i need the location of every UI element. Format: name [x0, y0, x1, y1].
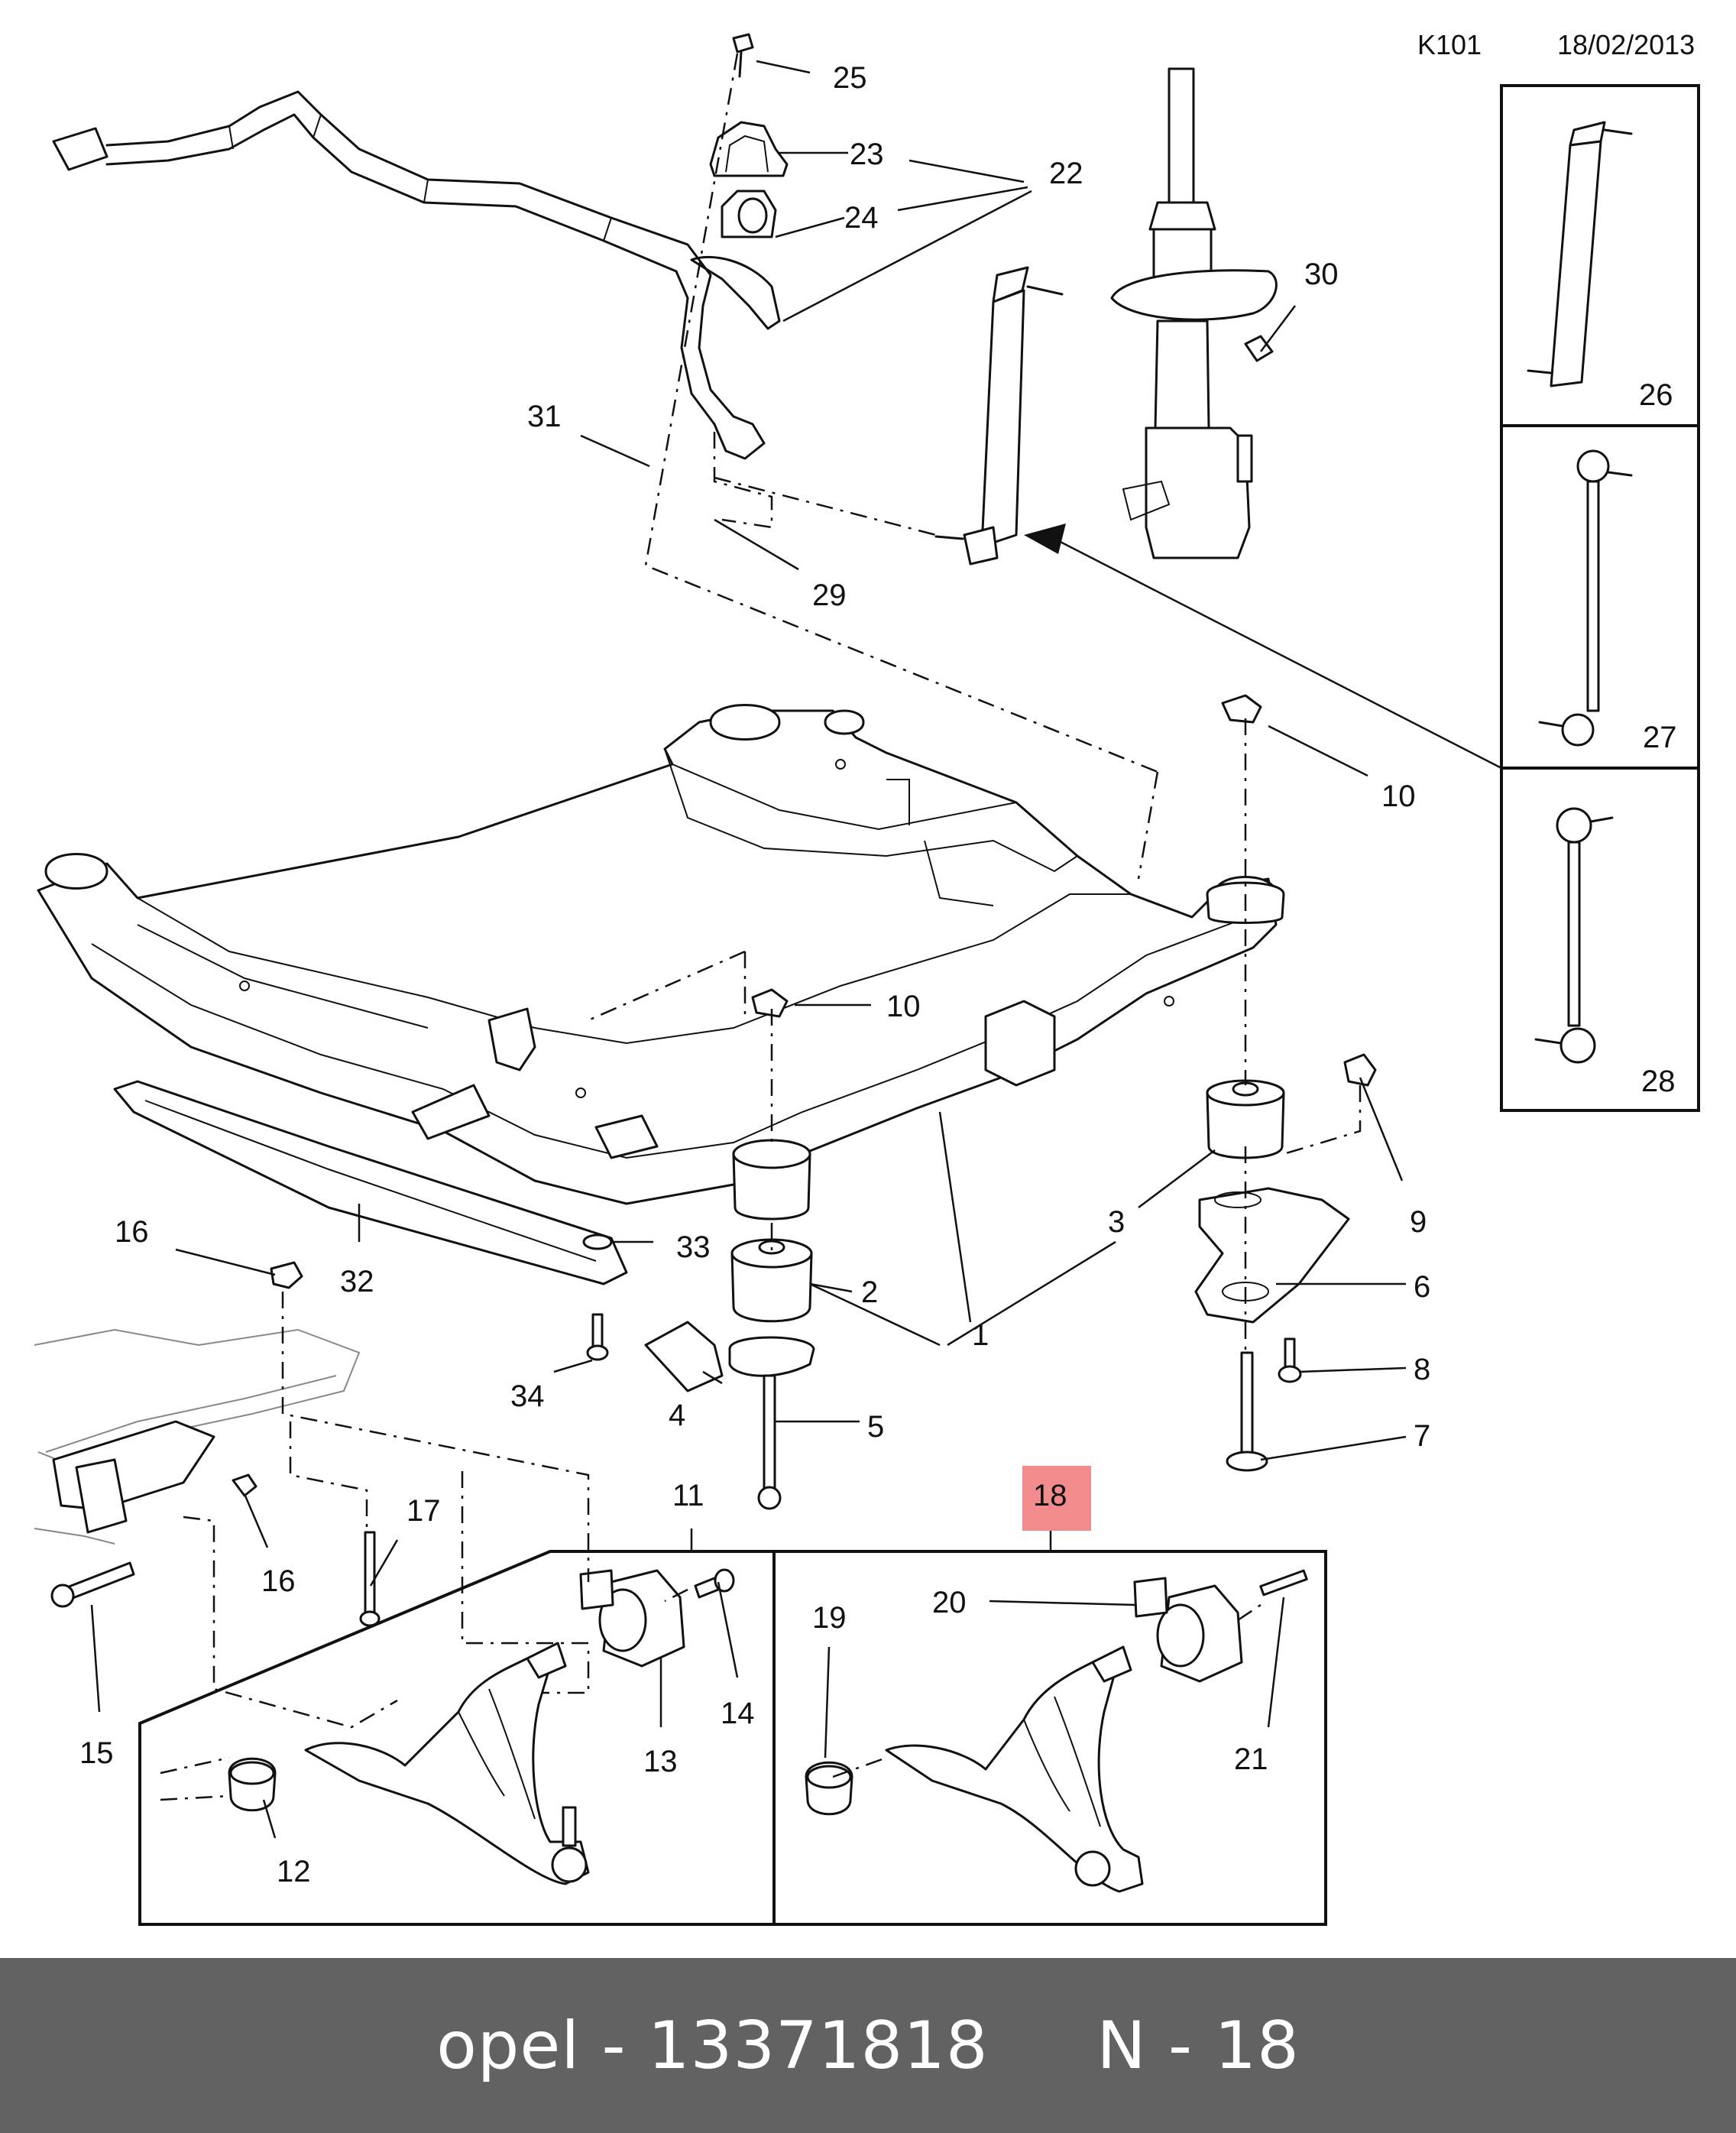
part-number-text: opel - 13371818 N - 18: [436, 2007, 1300, 2084]
callout-28: 28: [1641, 1065, 1676, 1098]
callout-33: 33: [676, 1230, 711, 1264]
brace-drawing: [113, 1080, 628, 1285]
callout-26: 26: [1639, 378, 1673, 412]
mount-drawing: [644, 881, 1285, 1392]
callout-5: 5: [867, 1410, 884, 1444]
callout-18: 18: [1033, 1479, 1067, 1512]
callout-34: 34: [510, 1379, 545, 1413]
callout-25: 25: [833, 61, 867, 95]
callout-labels: 1 2 3 4 5 6 7 8 9 10 10 11 12 13 14 15 1…: [79, 61, 1677, 1888]
callout-29: 29: [812, 579, 847, 612]
stabilizer-bar-drawing: [52, 90, 781, 460]
callout-22: 22: [1049, 157, 1083, 190]
clamp-drawing: [709, 33, 789, 238]
control-arm-drawing: [228, 1569, 1243, 1893]
plate-drawing: [1194, 1187, 1350, 1324]
callout-32: 32: [340, 1265, 374, 1298]
callout-30: 30: [1304, 258, 1339, 291]
callout-15: 15: [79, 1736, 114, 1770]
link-variants-box: [1500, 84, 1700, 1112]
callout-8: 8: [1414, 1353, 1430, 1386]
callout-16-lower: 16: [261, 1564, 296, 1598]
callout-16-upper: 16: [115, 1215, 149, 1249]
callout-10-lower: 10: [886, 990, 921, 1023]
callout-13: 13: [643, 1745, 678, 1778]
callout-2: 2: [861, 1276, 878, 1309]
callout-3: 3: [1108, 1205, 1125, 1239]
diagram-date: 18/02/2013: [1557, 29, 1696, 60]
body-outline-drawing: [34, 1328, 361, 1545]
callout-19: 19: [812, 1601, 847, 1635]
callout-9: 9: [1410, 1205, 1427, 1239]
construction-lines: [160, 53, 1362, 1801]
callout-31: 31: [527, 400, 562, 433]
callout-11: 11: [672, 1479, 704, 1512]
leader-lines: [90, 60, 1407, 1839]
callout-14: 14: [721, 1697, 755, 1730]
subframe-drawing: [37, 704, 1278, 1205]
diagram-code: K101: [1417, 29, 1482, 60]
exploded-parts-diagram: 1 2 3 4 5 6 7 8 9 10 10 11 12 13 14 15 1…: [34, 33, 1700, 1926]
part-number-banner: opel - 13371818 N - 18: [0, 1958, 1736, 2133]
callout-17: 17: [406, 1494, 441, 1528]
callout-27: 27: [1643, 721, 1677, 754]
callout-6: 6: [1414, 1270, 1430, 1304]
highlight-box: [1022, 1466, 1091, 1531]
callout-10-upper: 10: [1381, 780, 1416, 813]
callout-20: 20: [932, 1586, 967, 1619]
callout-7: 7: [1414, 1419, 1430, 1453]
callout-24: 24: [844, 201, 879, 235]
stabilizer-link-drawing: [934, 266, 1064, 566]
callout-12: 12: [277, 1855, 311, 1888]
callout-21: 21: [1234, 1742, 1268, 1776]
strut-drawing: [1110, 67, 1278, 559]
callout-4: 4: [669, 1399, 685, 1432]
control-arm-box: [138, 1550, 1327, 1926]
callout-1: 1: [972, 1318, 989, 1352]
fasteners-drawing: [50, 1233, 1308, 1627]
callout-23: 23: [850, 138, 884, 171]
